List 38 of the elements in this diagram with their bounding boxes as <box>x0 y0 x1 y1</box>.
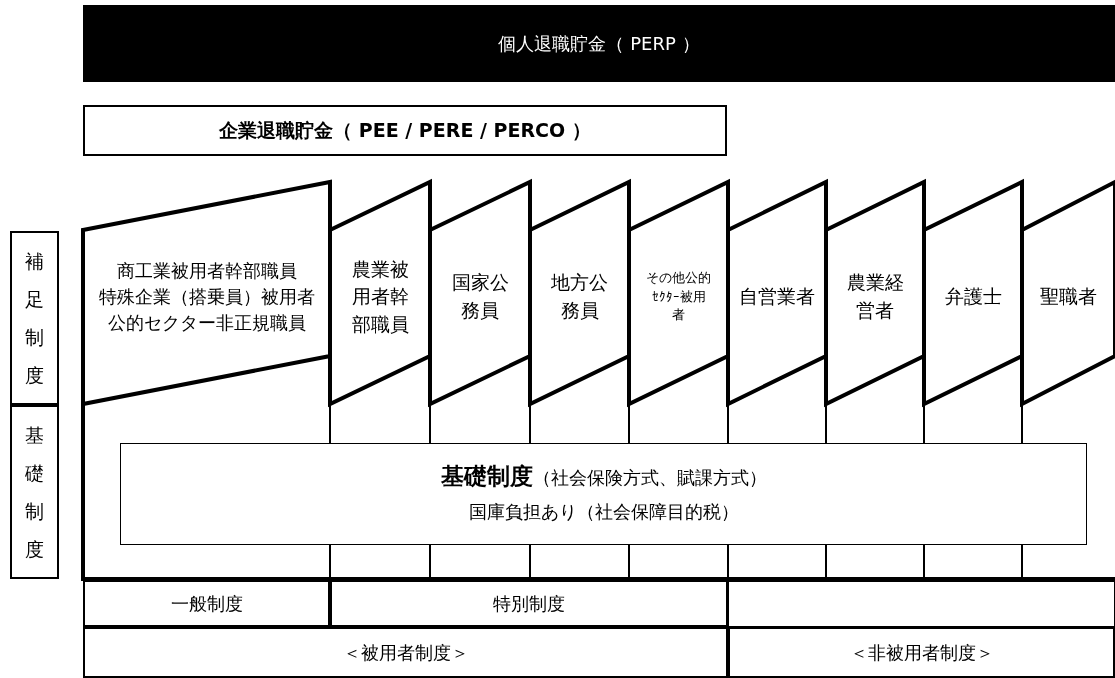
column-label: その他公的ｾｸﾀｰ被用者 <box>645 268 712 325</box>
pension-column <box>430 180 530 405</box>
vertical-label: 基礎制度 <box>25 423 44 562</box>
column-label: 農業被用者幹部職員 <box>350 256 410 337</box>
table-cell <box>83 580 330 627</box>
column-label: 公的セクター非正規職員 <box>107 311 306 336</box>
label-text: 企業退職貯金（ PEE / PERE / PERCO ） <box>219 117 591 143</box>
label-text: 個人退職貯金（ PERP ） <box>498 31 700 56</box>
pension-column <box>924 180 1022 405</box>
side-label-box <box>10 405 59 579</box>
column-label: 国家公務員 <box>450 270 510 323</box>
pension-column <box>1022 180 1115 405</box>
side-label-box <box>10 231 59 405</box>
pension-column <box>728 180 826 405</box>
column-label: 弁護士 <box>944 284 1002 310</box>
header-box <box>83 105 727 156</box>
pension-column <box>330 180 430 405</box>
label-text: 国庫負担あり（社会保障目的税） <box>468 500 739 524</box>
pension-column <box>826 180 924 405</box>
column-label: 地方公務員 <box>550 270 609 323</box>
label-text: 一般制度 <box>170 591 243 616</box>
label-text: 特別制度 <box>493 591 565 616</box>
column-label: 農業経営者 <box>845 270 905 323</box>
column-label: 商工業被用者幹部職員 <box>116 258 297 283</box>
pension-column <box>530 180 629 405</box>
label-text: ＜非被用者制度＞ <box>849 640 994 665</box>
table-cell <box>83 627 728 678</box>
banner-bar <box>83 5 1115 82</box>
table-cell <box>728 627 1115 678</box>
label-text: 基礎制度（社会保険方式、賦課方式） <box>440 462 767 491</box>
label-text: ＜被用者制度＞ <box>342 640 469 665</box>
base-system-box <box>120 443 1087 545</box>
table-cell <box>330 580 728 627</box>
vertical-label: 補足制度 <box>25 249 44 388</box>
column-label: 自営業者 <box>739 284 815 310</box>
pension-column <box>629 180 728 405</box>
column-label: 聖職者 <box>1040 284 1097 310</box>
column-label: 特殊企業（搭乗員）被用者 <box>98 284 315 309</box>
